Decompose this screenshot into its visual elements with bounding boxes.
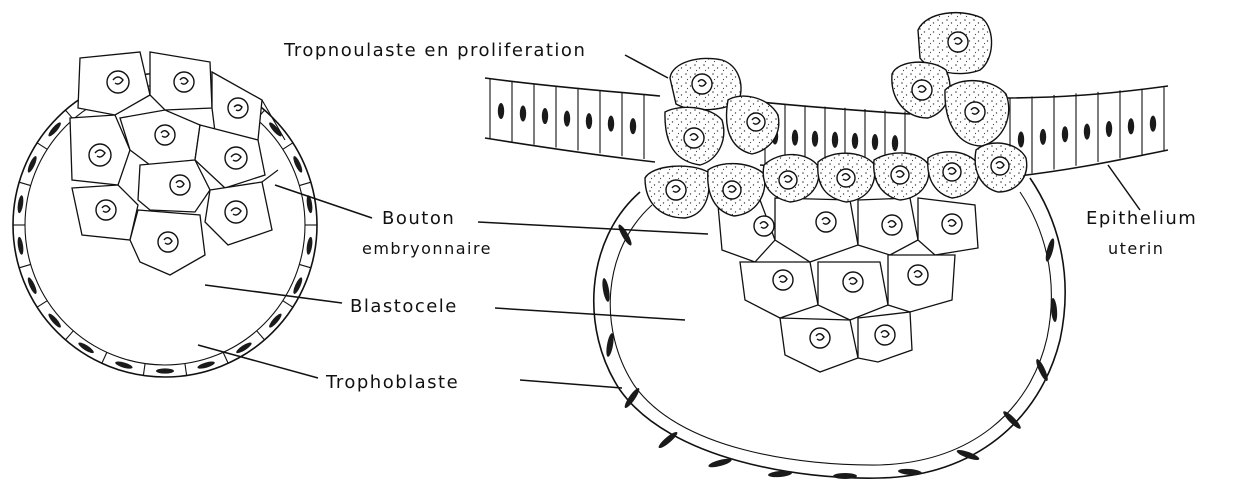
epithelial-nucleus bbox=[832, 132, 838, 148]
label-bouton: Bouton bbox=[382, 208, 455, 229]
trophoblast-cell-wall bbox=[37, 143, 47, 149]
implanting-blastocyst bbox=[485, 13, 1168, 479]
trophoblast-cell-wall bbox=[283, 301, 293, 307]
trophoblast-cell-wall bbox=[65, 331, 73, 340]
epithelial-nucleus bbox=[630, 118, 636, 134]
trophoblast-cell-wall bbox=[257, 331, 265, 340]
label-embryonnaire: embryonnaire bbox=[362, 239, 492, 258]
epithelial-nucleus bbox=[1018, 132, 1024, 148]
label-trophoblast-proliferation: Tropnoulaste en proliferation bbox=[283, 40, 586, 61]
epithelial-nucleus bbox=[1106, 121, 1112, 137]
trophoblast-nucleus bbox=[17, 236, 25, 255]
trophoblast-cell-wall bbox=[299, 264, 311, 267]
trophoblast-nucleus bbox=[156, 368, 174, 373]
trophoblast-cell-wall bbox=[143, 364, 145, 376]
trophoblast-cell-wall bbox=[19, 264, 31, 267]
leader-trophoblaste-left bbox=[198, 345, 318, 378]
leader-proliferation bbox=[625, 55, 668, 78]
epithelial-nucleus bbox=[792, 130, 798, 146]
epithelial-nucleus bbox=[852, 133, 858, 149]
trophoblast-cell-wall bbox=[223, 352, 228, 363]
leader-epithelium bbox=[1108, 165, 1140, 210]
trophoblast-nucleus bbox=[267, 312, 283, 329]
leader-blastocele-left bbox=[205, 285, 342, 303]
trophoblast-nucleus bbox=[47, 312, 63, 329]
trophoblast-nucleus bbox=[235, 341, 253, 355]
trophoblast-nucleus bbox=[616, 223, 633, 247]
trophoblast-nucleus bbox=[956, 448, 981, 462]
trophoblast-nucleus bbox=[601, 278, 611, 303]
epithelial-nucleus bbox=[892, 135, 898, 151]
epithelial-nucleus bbox=[586, 113, 592, 129]
epithelial-nucleus bbox=[1128, 118, 1134, 134]
trophoblast-cell-wall bbox=[102, 352, 107, 363]
leader-bouton-right bbox=[478, 222, 708, 234]
trophoblast-nucleus bbox=[17, 195, 25, 214]
label-trophoblaste: Trophoblaste bbox=[325, 372, 459, 393]
epithelial-nucleus bbox=[564, 111, 570, 127]
epithelial-nucleus bbox=[1040, 129, 1046, 145]
trophoblast-nucleus bbox=[306, 236, 314, 255]
epithelial-nucleus bbox=[542, 108, 548, 124]
label-epithelium: Epithelium bbox=[1086, 208, 1197, 229]
leader-bouton-left bbox=[275, 185, 372, 218]
epithelial-nucleus bbox=[1084, 124, 1090, 140]
trophoblast-nucleus bbox=[77, 341, 95, 355]
trophoblast-nucleus bbox=[47, 121, 63, 138]
trophoblast-cell-wall bbox=[299, 182, 311, 185]
epithelial-nucleus bbox=[812, 131, 818, 147]
trophoblast-cell-wall bbox=[185, 364, 187, 376]
trophoblast-nucleus bbox=[708, 457, 733, 469]
epithelial-nucleus bbox=[1062, 126, 1068, 142]
epithelial-nucleus bbox=[1150, 116, 1156, 132]
trophoblast-cell-wall bbox=[283, 143, 293, 149]
epithelial-nucleus bbox=[520, 106, 526, 122]
trophoblast-nucleus bbox=[833, 473, 857, 479]
trophoblast-cell-wall bbox=[19, 182, 31, 185]
trophoblast-cell-wall bbox=[37, 301, 47, 307]
epithelial-nucleus bbox=[872, 134, 878, 150]
label-uterin: uterin bbox=[1108, 239, 1164, 258]
epithelial-nucleus bbox=[608, 116, 614, 132]
trophoblast-nucleus bbox=[1001, 409, 1022, 430]
label-blastocele: Blastocele bbox=[350, 296, 458, 317]
free-blastocyst bbox=[13, 52, 317, 377]
leader-trophoblaste-right bbox=[520, 380, 622, 388]
epithelial-nucleus bbox=[498, 103, 504, 119]
leader-blastocele-right bbox=[495, 308, 685, 320]
